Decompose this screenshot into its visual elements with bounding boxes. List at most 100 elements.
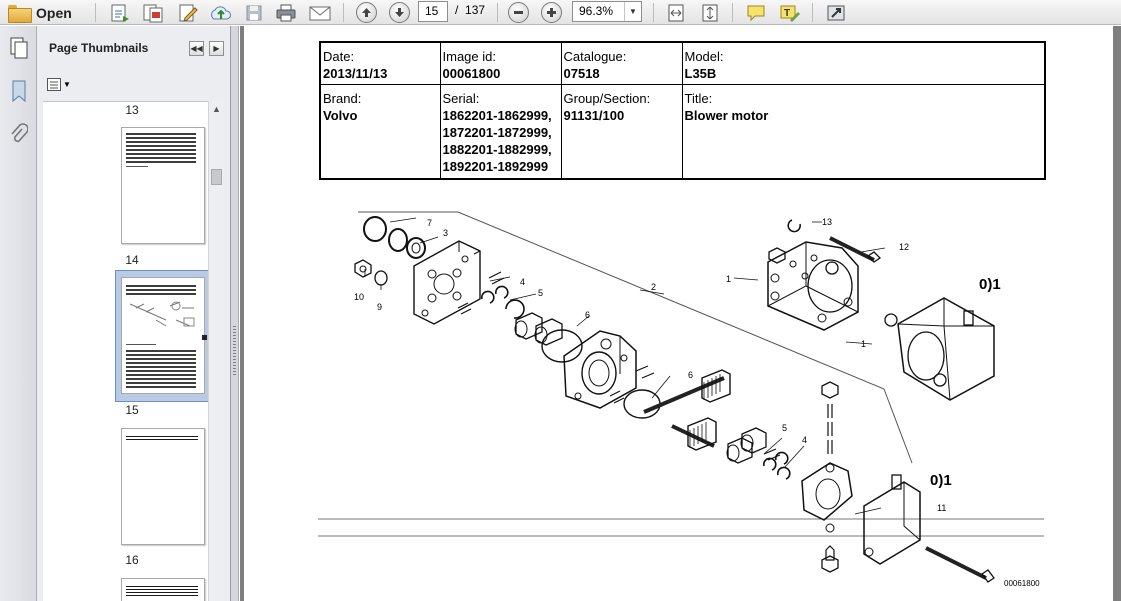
bearing-ring — [406, 237, 426, 259]
group-section-label: Group/Section: — [563, 90, 651, 106]
envelope-icon — [309, 6, 331, 20]
previous-page-button[interactable] — [354, 0, 378, 25]
pdf-page: Date:2013/11/13 Image id:00061800 Catalo… — [244, 26, 1113, 601]
assembly-guide-line — [358, 211, 913, 464]
brand-value: Volvo — [323, 107, 358, 123]
cap-nut — [821, 381, 839, 399]
zoom-in-button[interactable] — [539, 0, 563, 25]
callout-4: 4 — [802, 435, 808, 445]
thumbnail-line — [126, 166, 148, 167]
thumbnail-page-17[interactable] — [121, 578, 205, 601]
serial-value: 1862201-1862999, — [442, 107, 552, 123]
callout-10: 10 — [354, 292, 365, 302]
date-label: Date: — [323, 49, 355, 64]
zoom-out-button[interactable] — [506, 0, 530, 25]
catalogue-value: 07518 — [563, 66, 600, 81]
thumbnail-page-15[interactable] — [121, 277, 207, 394]
note-top: 0)1 — [979, 276, 1001, 293]
image-code: 00061800 — [1004, 579, 1040, 588]
email-button[interactable] — [307, 0, 333, 25]
page-number-input[interactable]: 15 — [418, 1, 448, 22]
rear-cover — [801, 462, 853, 521]
o-ring-small — [825, 523, 835, 533]
panel-splitter[interactable] — [231, 26, 239, 601]
printer-icon — [276, 4, 296, 21]
callout-4: 4 — [520, 277, 526, 287]
thumbnail-table — [126, 133, 196, 163]
fit-page-button[interactable] — [697, 0, 723, 25]
zoom-value: 96.3% — [579, 4, 614, 18]
pump-housing — [563, 330, 637, 409]
bookmarks-rail-button[interactable] — [8, 78, 30, 104]
minus-icon — [513, 11, 523, 14]
scrollbar-thumb[interactable] — [211, 169, 222, 185]
note-bottom: 0)1 — [930, 472, 952, 489]
print-button[interactable] — [273, 0, 299, 25]
mounting-nut — [768, 247, 786, 264]
plug-nut — [821, 555, 839, 573]
thumbnail-options-button[interactable]: ▼ — [47, 77, 71, 91]
bearing-bore — [411, 242, 421, 254]
model-label: Model: — [684, 49, 724, 64]
brand-label: Brand: — [323, 90, 362, 106]
drive-shaft — [643, 376, 725, 414]
part-info-table: Date:2013/11/13 Image id:00061800 Catalo… — [319, 41, 1046, 180]
circlip — [505, 299, 525, 319]
thumbnail-header — [126, 283, 196, 295]
callout-12: 12 — [899, 242, 910, 252]
fit-width-button[interactable] — [663, 0, 689, 25]
create-pdf-icon — [111, 4, 129, 22]
save-button[interactable] — [241, 0, 267, 25]
valve-cartridge — [891, 474, 902, 490]
edit-button[interactable] — [175, 0, 201, 25]
scroll-up-icon[interactable]: ▲ — [212, 103, 221, 114]
next-page-button[interactable] — [387, 0, 411, 25]
catalogue-label: Catalogue: — [563, 49, 627, 64]
upload-button[interactable] — [208, 0, 234, 25]
washer — [374, 270, 388, 286]
splitter-grip[interactable] — [233, 326, 236, 376]
toolbar: Open 15 / 137 96.3% ▼ — [0, 0, 1121, 25]
options-menu-icon — [47, 77, 61, 91]
thumbnail-drawing — [129, 301, 195, 327]
comment-icon — [747, 5, 765, 21]
collapse-panel-button[interactable]: ◀◀ — [189, 41, 204, 56]
chevron-down-icon[interactable]: ▼ — [624, 2, 641, 21]
seal-ring — [363, 216, 387, 242]
thumbnail-header — [126, 434, 198, 440]
highlighter-icon: T — [780, 5, 800, 22]
thumbnails-list: 13 14 15 16 — [43, 101, 221, 601]
thumbnails-scrollbar[interactable]: ▲ — [208, 101, 224, 601]
mounting-bolt — [829, 236, 875, 262]
expand-button[interactable] — [823, 0, 849, 25]
edit-icon — [179, 4, 198, 22]
combine-files-icon — [143, 4, 163, 22]
comment-button[interactable] — [743, 0, 769, 25]
panel-forward-button[interactable]: ▶ — [209, 41, 224, 56]
create-pdf-button[interactable] — [107, 0, 133, 25]
flange-bore — [433, 273, 455, 295]
exploded-view-drawing — [318, 211, 1044, 583]
bookmark-icon — [12, 80, 26, 103]
thumbnail-page-number: 13 — [125, 103, 139, 117]
combine-files-button[interactable] — [140, 0, 166, 25]
mounting-washer — [787, 219, 801, 233]
attachments-rail-button[interactable] — [8, 122, 30, 148]
o-ring — [388, 228, 408, 252]
serial-value: 1892201-1892999 — [442, 158, 549, 174]
open-button[interactable]: Open — [8, 0, 84, 25]
arrow-down-icon — [394, 8, 404, 17]
toolbar-divider — [653, 3, 654, 22]
thumbnail-page-14[interactable] — [121, 127, 205, 244]
paperclip-icon — [11, 123, 28, 143]
fit-page-icon — [702, 4, 718, 21]
highlight-button[interactable]: T — [776, 0, 802, 25]
thumbnail-page-16[interactable] — [121, 428, 205, 545]
date-value: 2013/11/13 — [323, 66, 388, 81]
arrow-up-icon — [361, 8, 371, 17]
page-total: / 137 — [455, 3, 486, 17]
zoom-select[interactable]: 96.3% ▼ — [572, 1, 642, 22]
drive-gear — [701, 369, 731, 403]
page-thumbnails-rail-button[interactable] — [8, 34, 30, 60]
callout-6: 6 — [585, 310, 591, 320]
